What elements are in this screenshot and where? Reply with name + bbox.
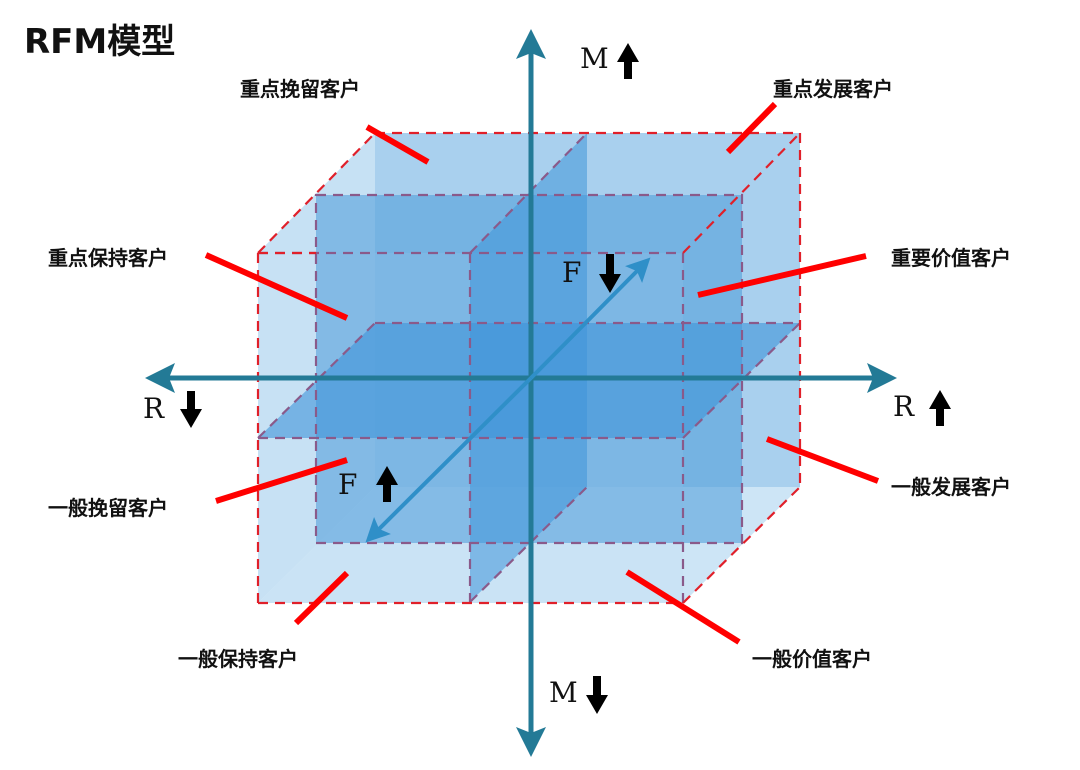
leader-lines: [204, 101, 880, 645]
f-front-label: F: [338, 468, 358, 501]
outer-dashed-edges: [256, 131, 802, 605]
segment-label-general-value: 一般价值客户: [752, 647, 872, 671]
f-axis-back: [529, 257, 651, 380]
arrow-up-icon: [617, 43, 639, 79]
f-axis-front: [365, 376, 533, 543]
segment-label-general-retain: 一般挽留客户: [48, 496, 168, 520]
arrow-down-icon: [586, 676, 608, 714]
segment-label-important-keep: 重点保持客户: [48, 246, 168, 270]
page-title: RFM模型: [24, 22, 176, 62]
segment-label-general-develop: 一般发展客户: [891, 475, 1011, 499]
segment-label-important-retain: 重点挽留客户: [240, 77, 360, 101]
segment-label-important-develop: 重点发展客户: [773, 77, 893, 101]
arrow-down-icon: [599, 254, 621, 293]
m-down-label: M: [549, 676, 578, 709]
arrow-down-icon: [180, 391, 202, 428]
direction-arrows: [180, 43, 951, 714]
f-back-label: F: [562, 256, 582, 289]
segment-label-important-value: 重要价值客户: [891, 246, 1011, 270]
r-left-label: R: [143, 392, 165, 425]
arrow-up-icon: [376, 466, 398, 502]
r-right-label: R: [893, 390, 915, 423]
segment-label-general-keep: 一般保持客户: [178, 647, 298, 671]
m-up-label: M: [580, 42, 609, 75]
arrow-up-icon: [929, 390, 951, 426]
